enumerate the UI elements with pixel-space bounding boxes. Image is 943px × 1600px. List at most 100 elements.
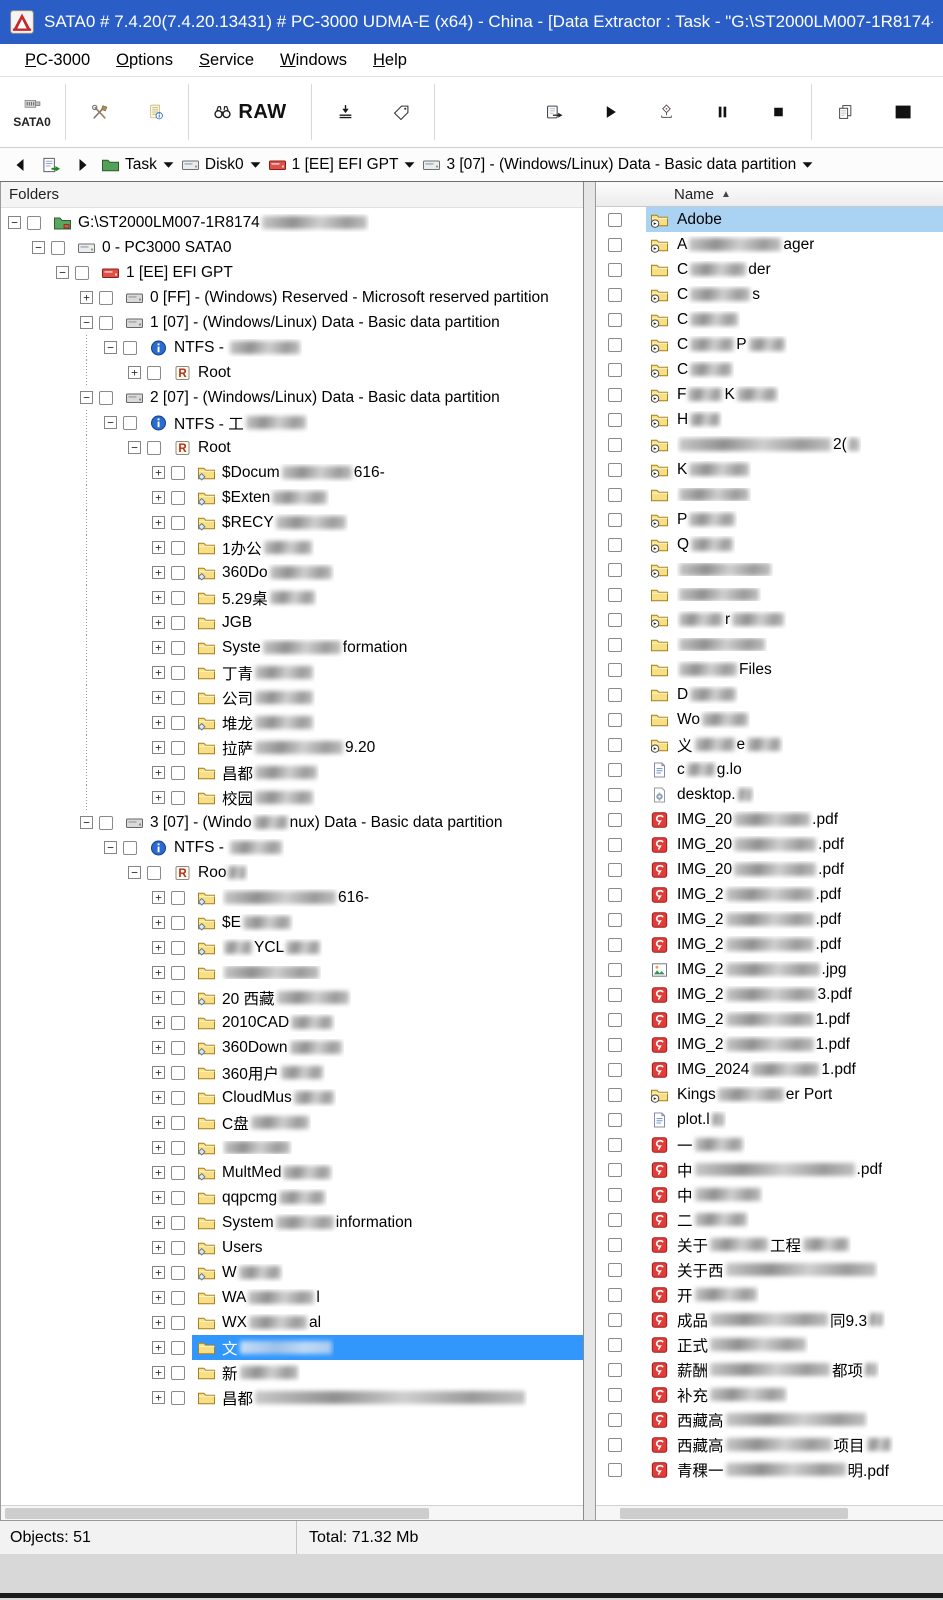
tree-row[interactable]: −1 [07] - (Windows/Linux) Data - Basic d… bbox=[1, 310, 583, 335]
tree-checkbox[interactable] bbox=[171, 1315, 185, 1330]
file-row[interactable]: 关于西 bbox=[596, 1257, 943, 1282]
tree-checkbox[interactable] bbox=[171, 1240, 185, 1255]
tree-row[interactable]: +公司 bbox=[1, 685, 583, 710]
file-checkbox[interactable] bbox=[608, 1312, 622, 1327]
tree-checkbox[interactable] bbox=[171, 1165, 185, 1180]
tree-row[interactable]: +2010CAD bbox=[1, 1010, 583, 1035]
file-checkbox[interactable] bbox=[608, 937, 622, 952]
collapse-toggle[interactable]: − bbox=[8, 216, 21, 229]
tree-checkbox[interactable] bbox=[171, 740, 185, 755]
file-checkbox[interactable] bbox=[608, 337, 622, 352]
tree-label[interactable]: 校园 bbox=[192, 785, 583, 810]
tree-label[interactable]: 2010CAD bbox=[192, 1010, 583, 1035]
tag-button[interactable] bbox=[373, 80, 429, 144]
file-label[interactable]: IMG_20.pdf bbox=[646, 857, 943, 882]
file-row[interactable]: Wo bbox=[596, 707, 943, 732]
expand-toggle[interactable]: + bbox=[152, 991, 165, 1004]
tree-checkbox[interactable] bbox=[171, 1340, 185, 1355]
binoculars-button[interactable]: RAW bbox=[194, 80, 306, 144]
file-checkbox[interactable] bbox=[608, 712, 622, 727]
collapse-toggle[interactable]: − bbox=[80, 816, 93, 829]
tree-checkbox[interactable] bbox=[123, 415, 137, 430]
crumb-1-ee-efi-gpt[interactable]: 1 [EE] EFI GPT bbox=[268, 156, 416, 174]
file-row[interactable] bbox=[596, 482, 943, 507]
tree-label[interactable]: NTFS - bbox=[144, 335, 583, 360]
tree-label[interactable]: MultMed bbox=[192, 1160, 583, 1185]
tree-row[interactable]: +JGB bbox=[1, 610, 583, 635]
tree-row[interactable]: + bbox=[1, 960, 583, 985]
folders-h-scrollbar[interactable] bbox=[1, 1505, 583, 1520]
tree-label[interactable]: 360用户 bbox=[192, 1060, 583, 1085]
file-checkbox[interactable] bbox=[608, 762, 622, 777]
file-row[interactable]: 薪酬都项 bbox=[596, 1357, 943, 1382]
file-checkbox[interactable] bbox=[608, 462, 622, 477]
name-column-header[interactable]: Name ▲ bbox=[674, 186, 731, 203]
crumb-task[interactable]: Task bbox=[101, 156, 174, 174]
file-row[interactable]: C bbox=[596, 307, 943, 332]
tree-row[interactable]: +MultMed bbox=[1, 1160, 583, 1185]
expand-toggle[interactable]: + bbox=[152, 1241, 165, 1254]
tree-checkbox[interactable] bbox=[147, 865, 161, 880]
tree-label[interactable]: 0 - PC3000 SATA0 bbox=[72, 235, 583, 260]
file-label[interactable] bbox=[646, 632, 943, 657]
file-checkbox[interactable] bbox=[608, 1187, 622, 1202]
tree-label[interactable] bbox=[192, 960, 583, 985]
expand-toggle[interactable]: + bbox=[152, 541, 165, 554]
tree-row[interactable]: +文 bbox=[1, 1335, 583, 1360]
file-checkbox[interactable] bbox=[608, 837, 622, 852]
tools-button[interactable] bbox=[71, 80, 127, 144]
file-checkbox[interactable] bbox=[608, 1262, 622, 1277]
save-sectors-button[interactable] bbox=[317, 80, 373, 144]
tree-label[interactable]: CloudMus bbox=[192, 1085, 583, 1110]
tree-row[interactable]: +YCL bbox=[1, 935, 583, 960]
collapse-toggle[interactable]: − bbox=[80, 391, 93, 404]
tree-label[interactable]: 丁青 bbox=[192, 660, 583, 685]
file-label[interactable]: Wo bbox=[646, 707, 943, 732]
collapse-toggle[interactable]: − bbox=[128, 441, 141, 454]
file-checkbox[interactable] bbox=[608, 387, 622, 402]
tree-label[interactable]: 5.29桌 bbox=[192, 585, 583, 610]
file-row[interactable]: plot.l bbox=[596, 1107, 943, 1132]
tree-label[interactable]: $Exten bbox=[192, 485, 583, 510]
tree-label[interactable]: 616- bbox=[192, 885, 583, 910]
tree-row[interactable]: −1 [EE] EFI GPT bbox=[1, 260, 583, 285]
tree-row[interactable]: +1办公 bbox=[1, 535, 583, 560]
expand-toggle[interactable]: + bbox=[152, 716, 165, 729]
expand-toggle[interactable]: + bbox=[152, 891, 165, 904]
file-row[interactable]: 中.pdf bbox=[596, 1157, 943, 1182]
tree-checkbox[interactable] bbox=[171, 1040, 185, 1055]
collapse-toggle[interactable]: − bbox=[104, 416, 117, 429]
expand-toggle[interactable]: + bbox=[152, 966, 165, 979]
tree-row[interactable]: −NTFS - 工 bbox=[1, 410, 583, 435]
run-button[interactable] bbox=[582, 80, 638, 144]
file-checkbox[interactable] bbox=[608, 1087, 622, 1102]
tree-row[interactable]: −0 - PC3000 SATA0 bbox=[1, 235, 583, 260]
expand-toggle[interactable]: + bbox=[80, 291, 93, 304]
file-row[interactable]: IMG_2.pdf bbox=[596, 882, 943, 907]
tree-label[interactable]: 0 [FF] - (Windows) Reserved - Microsoft … bbox=[120, 285, 583, 310]
file-row[interactable]: 正式 bbox=[596, 1332, 943, 1357]
file-checkbox[interactable] bbox=[608, 612, 622, 627]
expand-toggle[interactable]: + bbox=[152, 1141, 165, 1154]
tree-row[interactable]: +$RECY bbox=[1, 510, 583, 535]
file-row[interactable]: IMG_20.pdf bbox=[596, 857, 943, 882]
tree-checkbox[interactable] bbox=[171, 540, 185, 555]
tree-checkbox[interactable] bbox=[147, 365, 161, 380]
expand-toggle[interactable]: + bbox=[152, 1066, 165, 1079]
forward-button[interactable] bbox=[70, 153, 94, 177]
